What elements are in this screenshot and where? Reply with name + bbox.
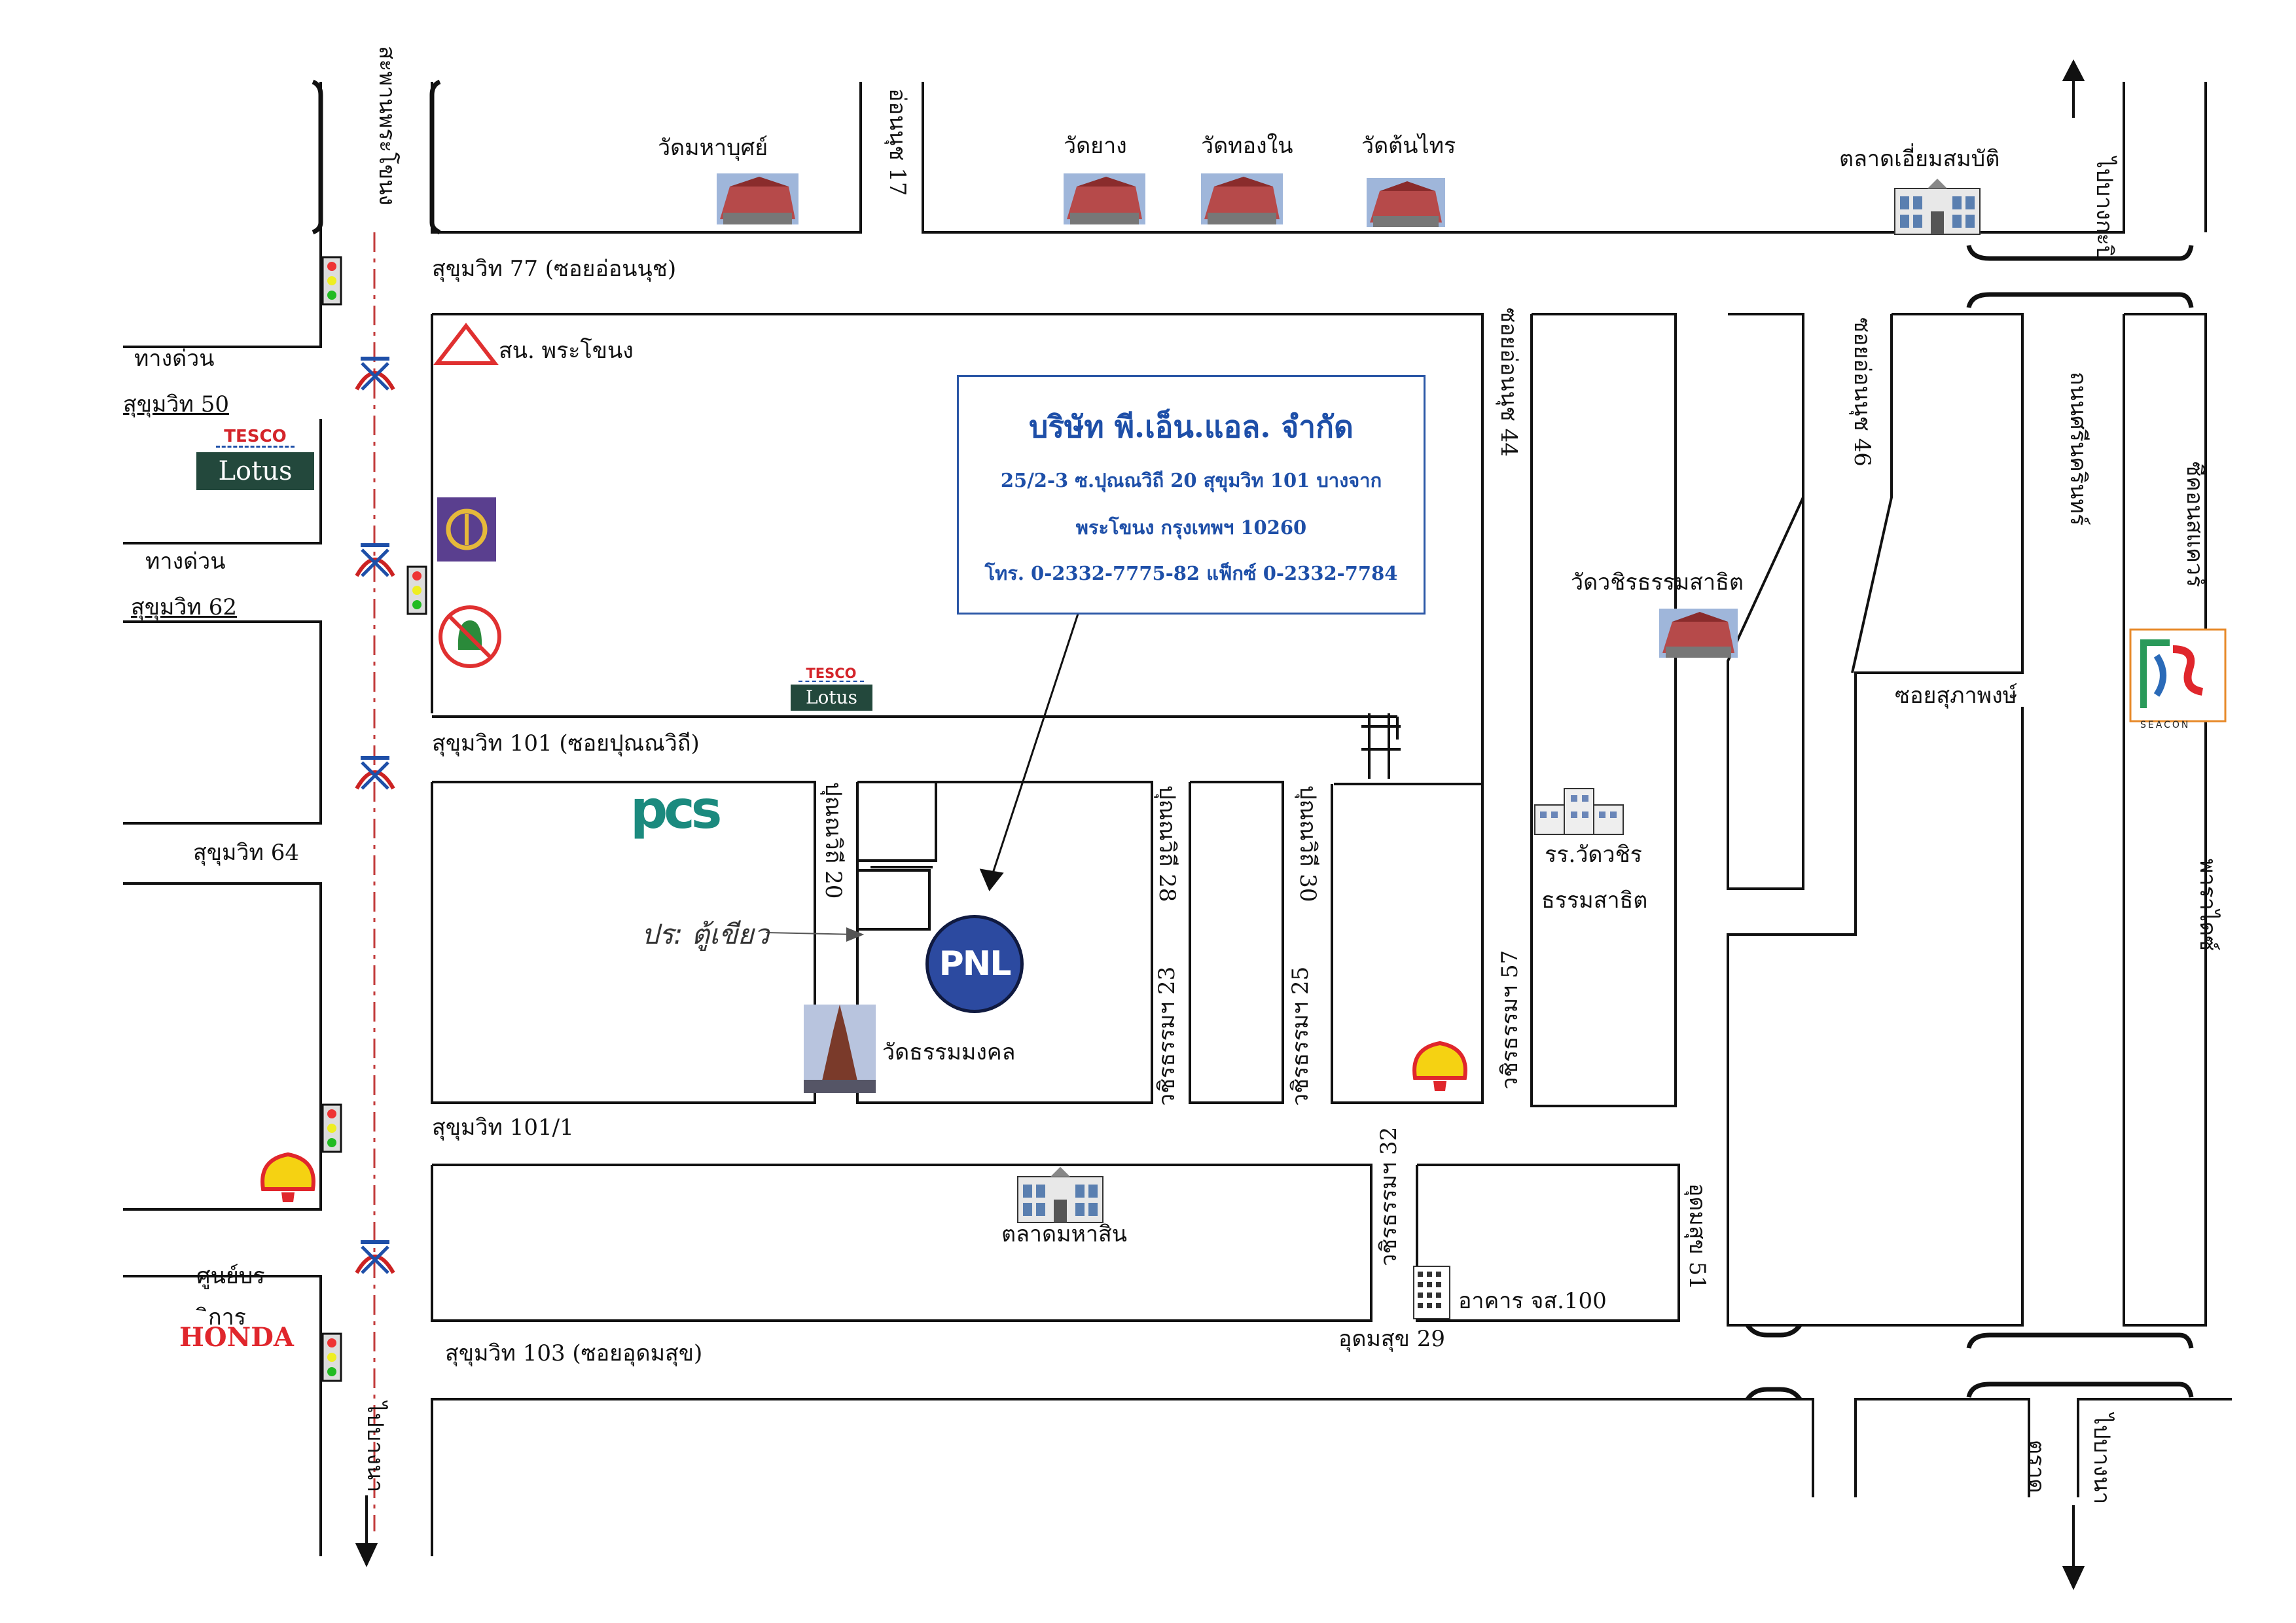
road-label-talad: ตราด xyxy=(2023,1440,2049,1493)
tesco-lotus-logo-small: TESCO Lotus xyxy=(791,666,872,711)
company-info-box: บริษัท พี.เอ็น.แอล. จำกัด 25/2-3 ซ.ปุณณว… xyxy=(957,375,1426,615)
road-label-sukhumvit77: สุขุมวิท 77 (ซอยอ่อนนุช) xyxy=(432,256,677,282)
road-label-punnawithi30: ปุณณวิถี 30 xyxy=(1295,785,1321,902)
police-triangle-icon xyxy=(433,323,499,365)
place-label-school-a: รร.วัดวชิร xyxy=(1545,842,1642,868)
road-label-sinakarin: ถนนศรีนครินทร์ xyxy=(2065,372,2091,526)
road-label-expressway-50: ทางด่วน xyxy=(134,346,215,372)
temple-icons xyxy=(717,173,1738,1093)
tesco-text: TESCO xyxy=(216,427,295,448)
company-address-line1: 25/2-3 ซ.ปุณณวิถี 20 สุขุมวิท 101 บางจาก xyxy=(1000,469,1382,491)
road-label-wachira23: วชิรธรรมฯ 23 xyxy=(1154,966,1180,1106)
traffic-light-icon xyxy=(406,565,427,615)
tesco-text: TESCO xyxy=(798,666,864,682)
road-label-sukhumvit101: สุขุมวิท 101 (ซอยปุณณวิถี) xyxy=(432,730,700,757)
road-label-wachira32: วชิรธรรมฯ 32 xyxy=(1376,1126,1402,1266)
tesco-lotus-logo: TESCO Lotus xyxy=(196,427,314,491)
place-label-honda-center-a: ศูนย์บร xyxy=(196,1263,265,1289)
school-building-icon xyxy=(1534,788,1624,835)
road-label-bridge: สะพานพระโขนง xyxy=(374,46,400,206)
place-label-wat-tonsai: วัดต้นไทร xyxy=(1361,133,1456,159)
seacon-logo-icon xyxy=(2129,628,2227,722)
seacon-logo-text: SEACON xyxy=(2140,720,2191,730)
road-label-paradise: พาราไดซ์ xyxy=(2195,859,2221,952)
poi-logos xyxy=(260,323,2227,1202)
traffic-light-icons xyxy=(321,256,427,1382)
road-label-bangna-right: ไปบางนา xyxy=(2089,1414,2115,1505)
honda-logo: HONDA xyxy=(179,1322,294,1353)
road-label-sukhumvit103: สุขุมวิท 103 (ซอยอุดมสุข) xyxy=(445,1340,703,1366)
traffic-light-icon xyxy=(321,256,342,306)
lotus-text: Lotus xyxy=(196,452,314,490)
place-label-police: สน. พระโขนง xyxy=(499,338,634,364)
office-building-icon xyxy=(1413,1266,1450,1319)
road-label-bangkapi: ไปบางกะปิ xyxy=(2091,157,2117,260)
road-left-1 xyxy=(123,82,322,348)
place-label-jors100: อาคาร จส.100 xyxy=(1458,1288,1607,1314)
traffic-light-icon xyxy=(321,1103,342,1153)
expressway-icon xyxy=(355,1240,395,1274)
temple-icon xyxy=(804,1005,876,1093)
road-label-sukhumvit64: สุขุมวิท 64 xyxy=(193,840,299,866)
road-label-punnawithi20: ปุณณวิถี 20 xyxy=(820,782,846,899)
temple-icon xyxy=(1367,178,1445,227)
road-lines xyxy=(123,82,2232,1556)
temple-icon xyxy=(1659,609,1738,658)
kbank-icon xyxy=(439,605,501,668)
bridge-brackets xyxy=(312,79,2194,1401)
market-building-icon xyxy=(1894,179,1981,235)
road-label-supapong: ซอยสุภาพงษ์ xyxy=(1895,683,2018,709)
road-label-expressway-62: ทางด่วน xyxy=(145,548,226,575)
expressway-icon xyxy=(355,357,395,391)
scb-bank-icon xyxy=(437,497,496,562)
expressway-icons xyxy=(355,357,395,1274)
temple-icon xyxy=(1064,173,1145,224)
place-label-wat-thammamongkol: วัดธรรมมงคล xyxy=(882,1039,1016,1065)
lotus-text: Lotus xyxy=(791,685,872,711)
expressway-icon xyxy=(355,756,395,790)
place-label-talad-mahasin: ตลาดมหาสิน xyxy=(1001,1221,1127,1247)
road-label-udomsuk51: อุดมสุข 51 xyxy=(1684,1183,1710,1290)
road-label-wachira25: วชิรธรรมฯ 25 xyxy=(1287,966,1314,1106)
road-label-sukhumvit62: สุขุมวิท 62 xyxy=(131,594,237,620)
place-label-wat-yang: วัดยาง xyxy=(1064,133,1127,159)
company-address-line2: พระโขนง กรุงเทพฯ 10260 xyxy=(1075,516,1307,539)
road-label-wachira57: วชิรธรรมฯ 57 xyxy=(1497,950,1523,1090)
place-label-talad-iam: ตลาดเอี่ยมสมบัติ xyxy=(1839,146,2000,172)
road-label-punnawithi28: ปุณณวิถี 28 xyxy=(1154,785,1180,902)
road-label-onnut44: ซอยอ่อนนุช 44 xyxy=(1496,308,1522,457)
ramp-hash xyxy=(1361,713,1401,779)
pnl-logo: PNL xyxy=(925,915,1024,1013)
road-label-sukhumvit101-1: สุขุมวิท 101/1 xyxy=(432,1115,574,1141)
handwritten-note: ปร: ตู้เขียว xyxy=(641,918,770,950)
company-name: บริษัท พี.เอ็น.แอล. จำกัด xyxy=(1029,409,1354,444)
road-label-seacon: ซีคอนสแควร์ xyxy=(2181,461,2208,588)
road-label-sukhumvit50: สุขุมวิท 50 xyxy=(123,391,229,418)
place-label-wat-thongnai: วัดทองใน xyxy=(1201,133,1293,159)
road-label-udomsuk29: อุดมสุข 29 xyxy=(1338,1326,1445,1352)
road-label-onnut46: ซอยอ่อนนุช 46 xyxy=(1849,317,1875,467)
road-label-bangna-left: ไปบางนา xyxy=(362,1402,388,1493)
expressway-icon xyxy=(355,543,395,577)
road-left-2 xyxy=(123,419,322,544)
temple-icon xyxy=(1201,173,1283,224)
pcs-logo: pcs xyxy=(630,779,722,840)
road-block-top-right xyxy=(922,82,1983,234)
place-label-wat-mahabut: วัดมหาบุศย์ xyxy=(658,135,768,161)
place-label-honda-center-b: ิการ xyxy=(208,1304,246,1330)
shell-icon xyxy=(260,1152,315,1202)
direction-arrows xyxy=(355,59,2085,1590)
building-icons xyxy=(1017,179,1981,1319)
place-label-school-b: ธรรมสาธิต xyxy=(1541,887,1648,914)
shell-icon xyxy=(1412,1041,1467,1091)
market-building-icon xyxy=(1017,1167,1103,1223)
temple-icon xyxy=(717,173,798,224)
road-label-onnut17: อ่อนนุช 17 xyxy=(884,88,910,196)
traffic-light-icon xyxy=(321,1332,342,1382)
company-contact: โทร. 0-2332-7775-82 แฟ็กซ์ 0-2332-7784 xyxy=(984,562,1398,584)
place-label-wat-wachira: วัดวชิรธรรมสาธิต xyxy=(1571,569,1744,596)
